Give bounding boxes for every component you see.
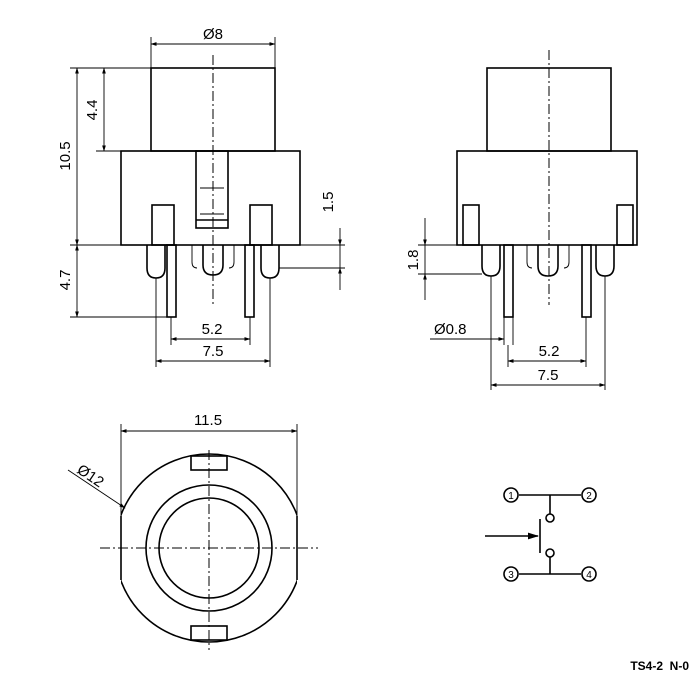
side-view: 1.8 Ø0.8 5.2 7.5 [405, 50, 638, 390]
dim-front-inner-pitch: 5.2 [202, 321, 223, 338]
pin-2-label: 2 [586, 491, 592, 502]
pin-3-label: 3 [508, 570, 514, 581]
dim-button-height: 4.4 [84, 100, 101, 121]
front-left-pin-bend [146, 245, 166, 279]
dim-front-standoff: 1.5 [320, 192, 337, 213]
dim-side-inner-pitch: 5.2 [539, 343, 560, 360]
front-right-pin [244, 244, 255, 318]
side-right-pin [581, 244, 592, 318]
front-right-window [249, 204, 273, 246]
side-left-window [462, 204, 480, 246]
front-right-pin-bend [260, 245, 280, 279]
dim-side-standoff: 1.8 [405, 250, 422, 271]
dim-total-height: 10.5 [57, 141, 74, 170]
pin-4-label: 4 [586, 570, 592, 581]
dim-pin-diameter: Ø0.8 [434, 321, 467, 338]
part-code: TS4-2 N-0 [630, 659, 689, 673]
side-switch-body [456, 150, 638, 246]
front-left-window [151, 204, 175, 246]
side-right-window [616, 204, 634, 246]
front-view: Ø8 4.4 10.5 1.5 4.7 5.2 7.5 [57, 26, 345, 367]
dim-body-width: 11.5 [194, 412, 222, 429]
dim-front-outer-pitch: 7.5 [203, 343, 224, 360]
front-center-slot [195, 150, 229, 229]
dim-button-diameter: Ø8 [203, 26, 223, 43]
pin-1-label: 1 [508, 491, 514, 502]
schematic: 1 2 3 4 [485, 487, 597, 582]
dim-cap-diameter: Ø12 [74, 461, 107, 491]
dim-side-outer-pitch: 7.5 [538, 367, 559, 384]
pin-4: 4 [581, 566, 597, 582]
front-switch-body [120, 150, 301, 246]
pin-2: 2 [581, 487, 597, 503]
front-left-pin [166, 244, 177, 318]
pin-3: 3 [503, 566, 519, 582]
side-left-pin [503, 244, 514, 318]
pin-1: 1 [503, 487, 519, 503]
top-view: 11.5 Ø12 [67, 412, 318, 650]
dim-pin-length: 4.7 [57, 270, 74, 291]
